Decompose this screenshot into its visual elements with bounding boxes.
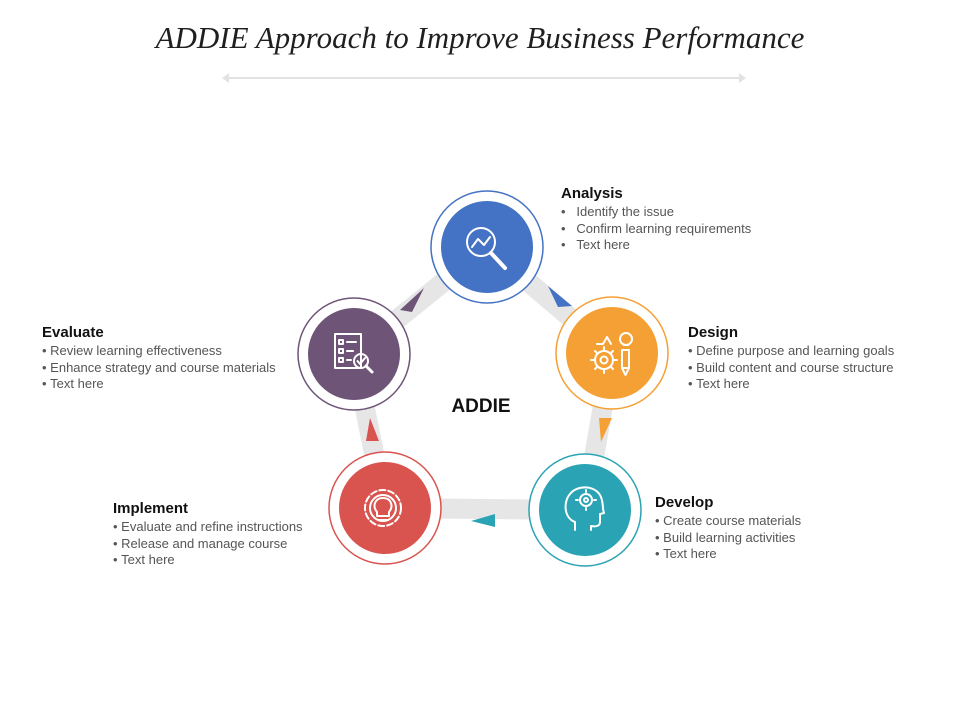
stage-title: Implement bbox=[113, 500, 189, 517]
direction-arrows bbox=[366, 286, 612, 527]
node-analysis bbox=[430, 190, 544, 304]
arrow-analysis-to-design bbox=[548, 286, 572, 307]
stage-bullet: Text here bbox=[42, 376, 276, 393]
stage-bullet: Text here bbox=[655, 546, 801, 563]
checklist-magnifier-icon bbox=[334, 333, 374, 374]
gears-pencil-bulb-icon bbox=[590, 332, 633, 376]
stage-bullet: Enhance strategy and course materials bbox=[42, 360, 275, 377]
stage-bullet: Build content and course structure bbox=[688, 360, 894, 377]
stage-bullet: Identify the issue bbox=[561, 204, 751, 221]
stage-bullet: Create course materials bbox=[655, 513, 801, 530]
stage-bullets: Identify the issue Confirm learning requ… bbox=[561, 204, 751, 254]
head-gear-icon bbox=[564, 486, 605, 531]
stage-bullet: Text here bbox=[688, 376, 894, 393]
arrow-develop-to-implement bbox=[471, 514, 495, 527]
stage-bullets: Define purpose and learning goals Build … bbox=[688, 343, 894, 393]
page-title: ADDIE Approach to Improve Business Perfo… bbox=[155, 20, 805, 55]
stage-bullet: Confirm learning requirements bbox=[561, 221, 751, 238]
stage-title: Design bbox=[688, 324, 739, 341]
arrow-design-to-develop bbox=[599, 418, 612, 442]
stage-bullet: Release and manage course bbox=[113, 536, 303, 553]
arrow-evaluate-to-analysis bbox=[400, 288, 424, 312]
stage-evaluate: Evaluate Review learning effectiveness E… bbox=[42, 324, 276, 393]
node-develop bbox=[528, 453, 642, 567]
stage-bullets: Evaluate and refine instructions Release… bbox=[113, 519, 303, 569]
node-implement bbox=[328, 451, 442, 565]
node-design bbox=[555, 296, 669, 410]
stage-bullet: Evaluate and refine instructions bbox=[113, 519, 302, 536]
magnifier-chart-icon bbox=[466, 227, 507, 270]
stage-develop: Develop Create course materials Build le… bbox=[655, 494, 801, 563]
stage-implement: Implement Evaluate and refine instructio… bbox=[113, 500, 303, 569]
stage-title: Develop bbox=[655, 494, 714, 511]
stage-title: Analysis bbox=[561, 185, 623, 202]
stage-bullet: Text here bbox=[561, 237, 751, 254]
stage-bullet: Define purpose and learning goals bbox=[688, 343, 894, 360]
node-evaluate bbox=[297, 297, 411, 411]
stage-bullets: Create course materials Build learning a… bbox=[655, 513, 801, 563]
gear-lightbulb-icon bbox=[364, 489, 402, 527]
stage-design: Design Define purpose and learning goals… bbox=[688, 324, 894, 393]
stage-bullet: Review learning effectiveness bbox=[42, 343, 276, 360]
stage-bullets: Review learning effectiveness Enhance st… bbox=[42, 343, 276, 393]
center-label: ADDIE bbox=[451, 396, 511, 417]
stage-title: Evaluate bbox=[42, 324, 104, 341]
stage-bullet: Text here bbox=[113, 552, 303, 569]
stage-analysis: Analysis Identify the issue Confirm lear… bbox=[561, 185, 751, 254]
arrow-implement-to-evaluate bbox=[366, 418, 379, 441]
title-divider-arrow bbox=[222, 73, 746, 83]
stage-bullet: Build learning activities bbox=[655, 530, 801, 547]
